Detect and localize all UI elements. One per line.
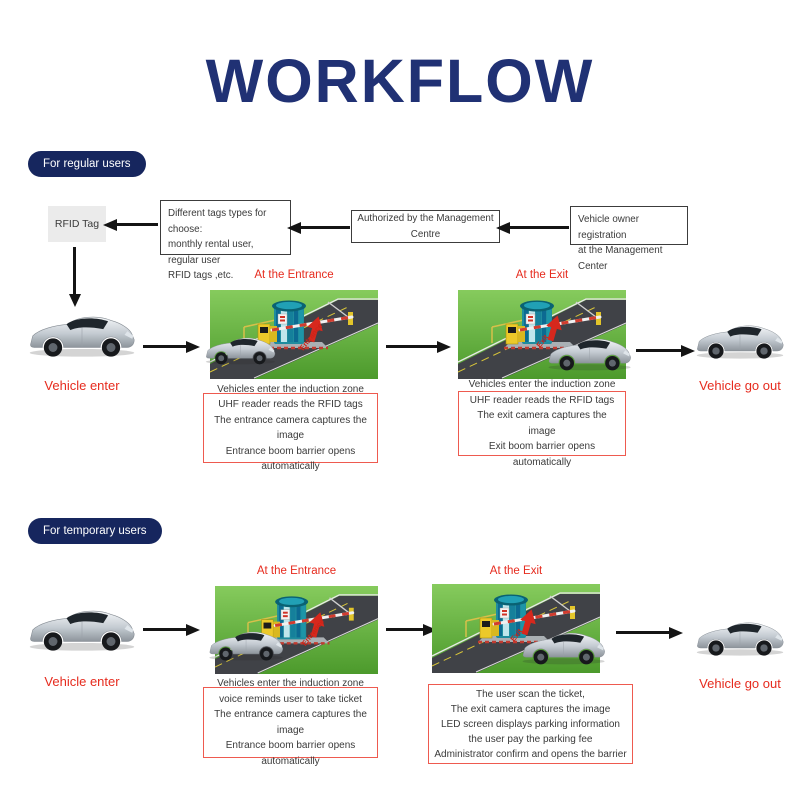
temporary-vehicle-enter-image (29, 610, 135, 652)
step-line: Vehicles enter the induction zone (468, 379, 616, 390)
temporary-entrance-title: At the Entrance (256, 565, 337, 577)
step-line: LED screen displays parking information (441, 718, 620, 730)
step-line: UHF reader reads the RFID tags (218, 399, 363, 410)
registration-box: Vehicle owner registration at the Manage… (570, 206, 688, 272)
regular-vehicle-enter-image (29, 316, 135, 358)
regular-entrance-scene-image: Entrance (205, 288, 380, 381)
registration-line-1: Vehicle owner registration (578, 214, 639, 241)
step-line: Administrator confirm and opens the barr… (434, 748, 627, 760)
arrow-tags-to-rfid (116, 223, 158, 226)
step-line: voice reminds user to take ticket (219, 693, 362, 705)
temporary-vehicle-enter-label: Vehicle enter (44, 674, 120, 689)
step-line: Vehicles enter the induction zone (217, 383, 364, 395)
tag-types-line-2: monthly rental user, regular user (168, 239, 254, 266)
arrow-car-to-entrance-temporary (143, 628, 187, 631)
temporary-entrance-steps-box: Vehicles enter the induction zone voice … (203, 678, 378, 767)
arrow-exit-to-car-regular (636, 349, 682, 352)
temporary-entrance-scene-image: Entrance (209, 584, 380, 676)
rfid-tag-box: RFID Tag (48, 206, 106, 242)
temporary-exit-title: At the Exit (489, 565, 543, 577)
step-line: The entrance camera captures the image (214, 414, 367, 442)
regular-exit-scene-image: Exit (456, 288, 632, 381)
step-line: The user scan the ticket, (476, 688, 585, 700)
temporary-exit-scene-image: Exit (430, 582, 606, 675)
regular-vehicle-enter-label: Vehicle enter (44, 378, 120, 393)
regular-exit-title: At the Exit (515, 269, 569, 281)
arrow-entrance-to-exit-temporary (386, 628, 424, 631)
registration-line-2: at the Management Center (578, 245, 663, 272)
step-line: Entrance boom barrier opens automaticall… (225, 740, 356, 767)
temporary-users-badge: For temporary users (28, 518, 162, 544)
regular-entrance-title: At the Entrance (254, 269, 334, 281)
regular-vehicle-go-out-label: Vehicle go out (699, 378, 781, 393)
arrow-authorized-to-tags (300, 226, 350, 229)
regular-entrance-steps-box: Vehicles enter the induction zone UHF re… (203, 384, 378, 472)
regular-users-badge: For regular users (28, 151, 146, 177)
step-line: The entrance camera captures the image (214, 709, 367, 736)
arrow-registration-to-authorized (509, 226, 569, 229)
tag-types-box: Different tags types for choose: monthly… (160, 200, 291, 281)
tag-types-line-3: RFID tags ,etc. (168, 270, 234, 281)
step-line: The exit camera captures the image (477, 410, 607, 437)
authorized-box: Authorized by the Management Centre (351, 210, 500, 243)
temporary-exit-steps-box: The user scan the ticket, The exit camer… (428, 684, 633, 764)
step-line: the user pay the parking fee (468, 733, 593, 745)
step-line: The exit camera captures the image (450, 703, 611, 715)
tag-types-line-1: Different tags types for choose: (168, 208, 267, 235)
page-title: WORKFLOW (205, 47, 595, 115)
step-line: Entrance boom barrier opens automaticall… (225, 445, 356, 473)
arrow-entrance-to-exit-regular (386, 345, 438, 348)
regular-exit-steps-box: Vehicles enter the induction zone UHF re… (458, 379, 626, 468)
step-line: UHF reader reads the RFID tags (469, 394, 615, 406)
arrow-car-to-entrance-regular (143, 345, 187, 348)
regular-users-badge-label: For regular users (43, 158, 131, 170)
step-line: Vehicles enter the induction zone (217, 678, 364, 689)
step-line: Exit boom barrier opens automatically (488, 441, 596, 468)
arrow-rfid-to-car (73, 247, 76, 295)
temporary-vehicle-go-out-label: Vehicle go out (699, 676, 781, 691)
arrow-exit-to-car-temporary (616, 631, 670, 634)
temporary-users-badge-label: For temporary users (43, 525, 147, 537)
regular-vehicle-go-out-image (696, 325, 784, 360)
temporary-vehicle-go-out-image (696, 622, 784, 656)
